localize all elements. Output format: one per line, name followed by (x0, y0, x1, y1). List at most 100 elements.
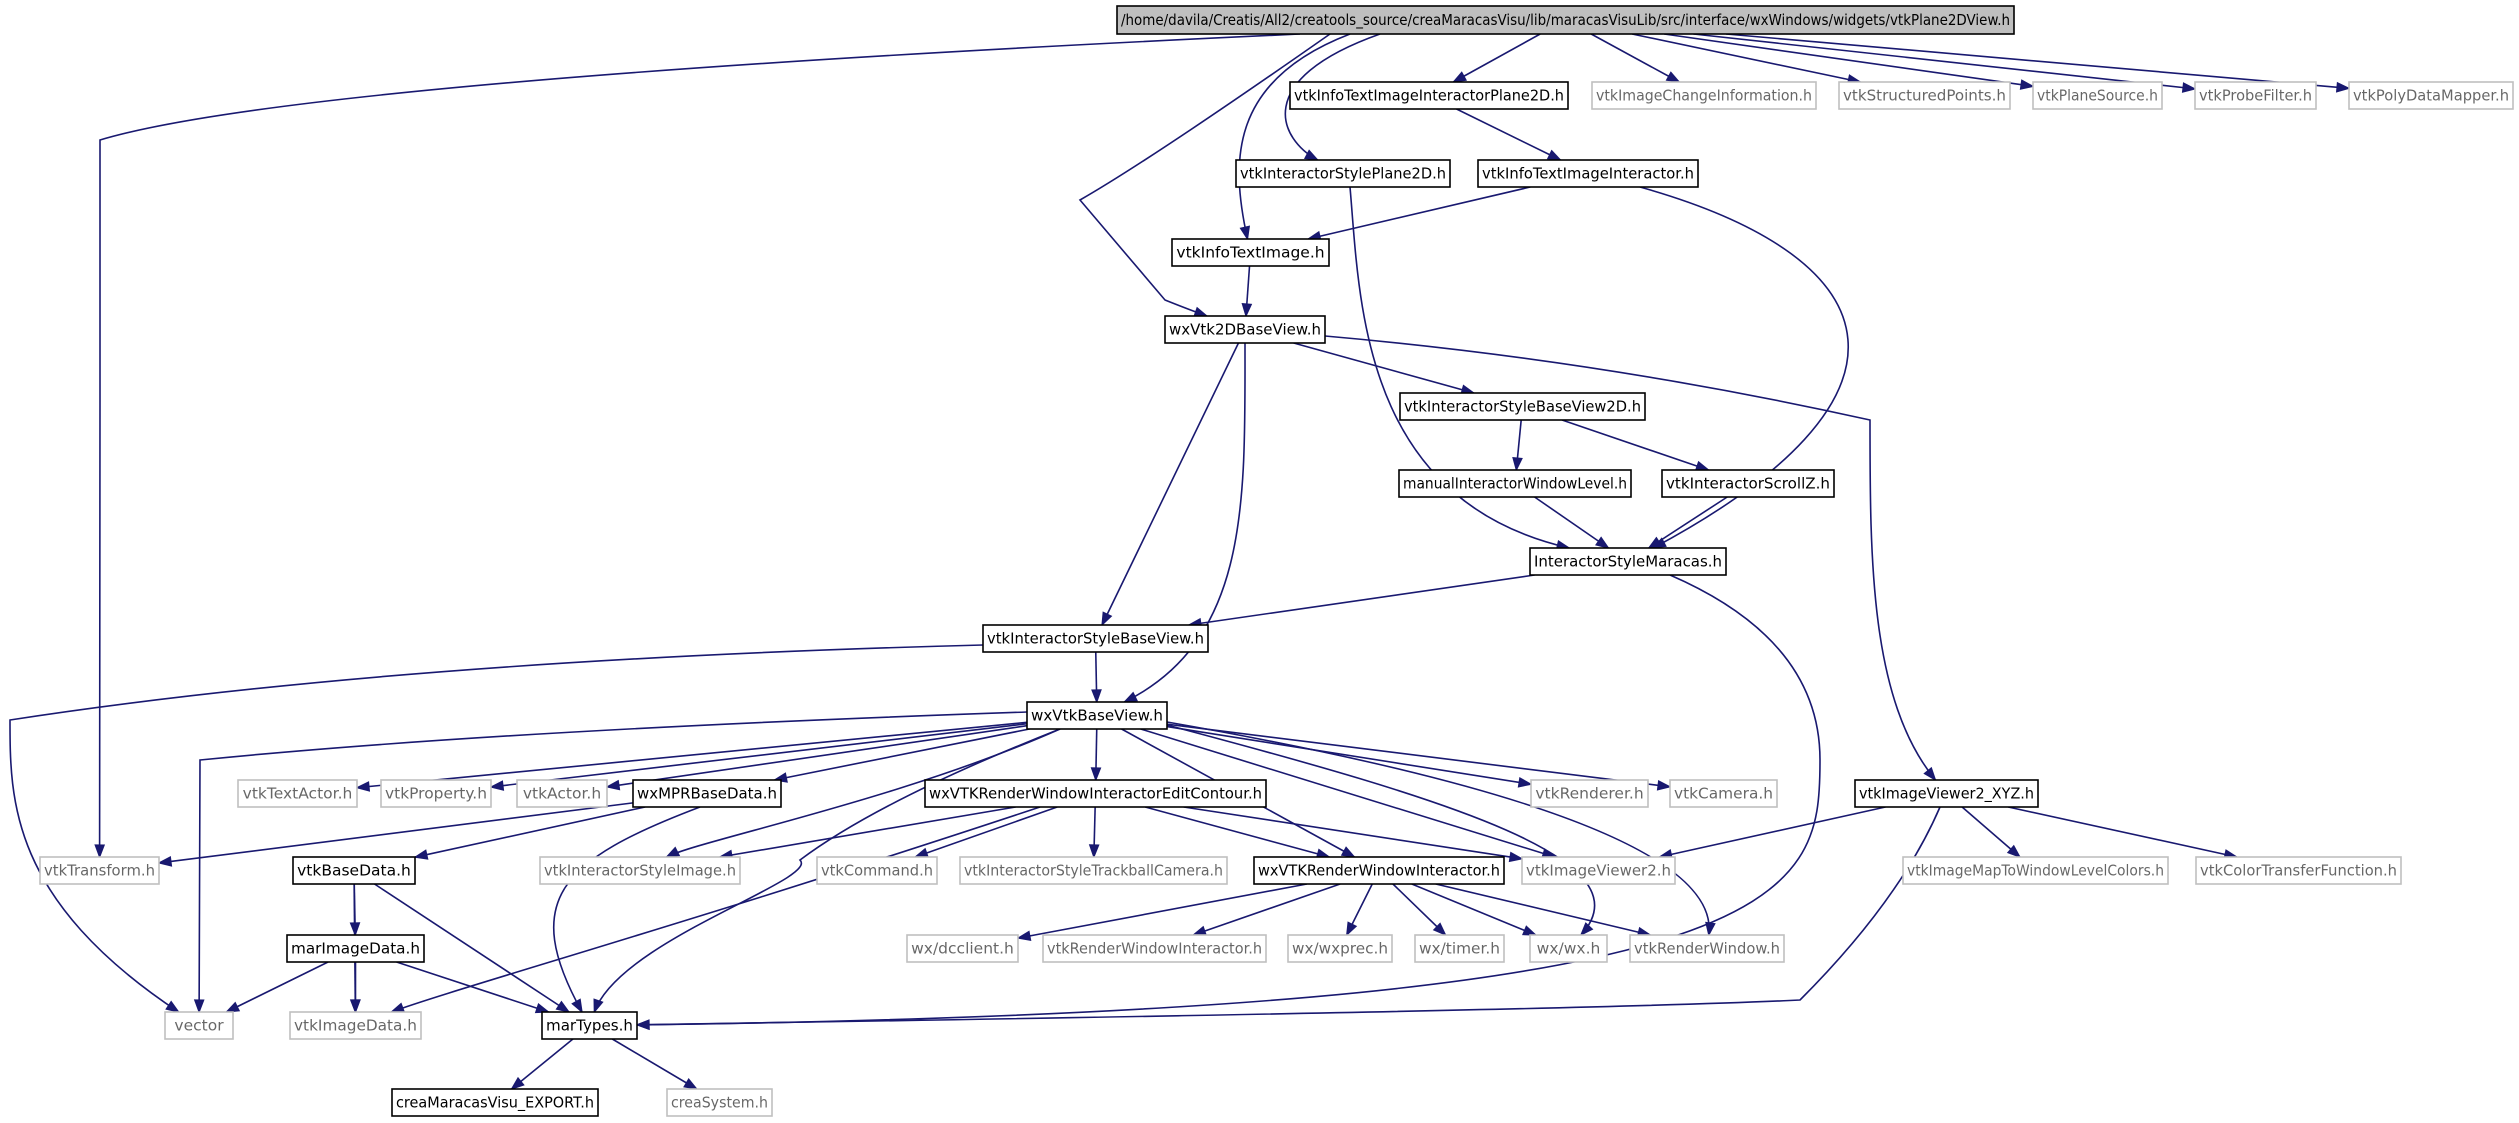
node-label: vtkCamera.h (1674, 785, 1773, 803)
node-label: vtkRenderWindowInteractor.h (1047, 940, 1262, 958)
node-box (1253, 856, 1505, 885)
node-label: creaSystem.h (671, 1094, 768, 1112)
node-wxvtk2dbaseview-h[interactable]: wxVtk2DBaseView.h (1164, 315, 1326, 344)
node-label: wx/wx.h (1537, 940, 1601, 958)
node-box (1042, 934, 1267, 963)
node-marimagedata-h[interactable]: marImageData.h (286, 934, 425, 963)
node-box (1521, 856, 1676, 885)
node-vtkinteractorstyleimage-h: vtkInteractorStyleImage.h (539, 856, 741, 885)
node-martypes-h[interactable]: marTypes.h (541, 1011, 638, 1040)
edge-root-to-infoTextImage (1238, 33, 1351, 241)
node-box (1235, 159, 1451, 188)
node-box (1838, 81, 2011, 110)
node-box (959, 856, 1228, 885)
node-box (924, 779, 1267, 808)
edge-infoTextII-to-infoTextImage (1306, 186, 1531, 242)
node-vtkprobefilter-h: vtkProbeFilter.h (2194, 81, 2317, 110)
node-box (539, 856, 741, 885)
node-label: vtkInteractorStyleBaseView.h (987, 630, 1204, 648)
node-wxvtkrenderwindowinteractor-h[interactable]: wxVTKRenderWindowInteractor.h (1253, 856, 1505, 885)
node-manualinteractorwindowlevel-h[interactable]: manualInteractorWindowLevel.h (1398, 469, 1632, 498)
node-interactorstylemaracas-h[interactable]: InteractorStyleMaracas.h (1529, 547, 1727, 576)
edge-baseData-to-marTypes (374, 883, 571, 1013)
node-box (237, 779, 358, 808)
edge-wxBaseView-to-property (489, 722, 1028, 791)
node-box (1530, 779, 1649, 808)
node-box (292, 856, 416, 885)
edge-editContour-to-isImage (718, 806, 1016, 861)
node-creamaracasvisu-export-h[interactable]: creaMaracasVisu_EXPORT.h (391, 1088, 599, 1117)
edge-wxBaseView-to-camera (1166, 723, 1672, 791)
edge-infoTextImage-to-wx2DBase (1241, 265, 1253, 318)
node-vtkimageviewer2-xyz-h[interactable]: vtkImageViewer2_XYZ.h (1854, 779, 2039, 808)
node-vtkimagedata-h: vtkImageData.h (289, 1011, 422, 1040)
edge-marImageData-to-imageData (350, 962, 361, 1014)
node-vtkinfotextimage-h[interactable]: vtkInfoTextImage.h (1171, 238, 1330, 267)
node-vtkinteractorstylebaseview2d-h[interactable]: vtkInteractorStyleBaseView2D.h (1399, 392, 1646, 421)
node-label: vtkColorTransferFunction.h (2200, 862, 2397, 880)
edge-editContour-to-trackball (1088, 806, 1100, 859)
node-label: vtkInteractorScrollZ.h (1666, 475, 1830, 493)
node-wxvtkrenderwindowinteractoreditcontour-h[interactable]: wxVTKRenderWindowInteractorEditContour.h (924, 779, 1267, 808)
edge-wx2DBase-to-viewerXYZ (1324, 335, 1937, 782)
node-box (1289, 81, 1569, 110)
node-label: vtkInteractorStyleBaseView2D.h (1404, 398, 1641, 416)
node-wx-wx-h: wx/wx.h (1529, 934, 1608, 963)
edge-isBaseView2D-to-manualIWL (1512, 419, 1523, 472)
node-box (1287, 934, 1393, 963)
node-vtkbasedata-h[interactable]: vtkBaseData.h (292, 856, 416, 885)
node-box (1629, 934, 1785, 963)
node-vtkinfotextimageinteractorplane2d-h[interactable]: vtkInfoTextImageInteractorPlane2D.h (1289, 81, 1569, 110)
edge-mprBaseData-to-marTypes (552, 806, 701, 1014)
node-box (1116, 5, 2015, 35)
node-box (1026, 701, 1168, 730)
node-label: wxVTKRenderWindowInteractorEditContour.h (929, 785, 1262, 803)
edge-editContour-to-command (913, 806, 1058, 858)
node-wxvtkbaseview-h[interactable]: wxVtkBaseView.h (1026, 701, 1168, 730)
edge-root-to-probeFilter (1693, 33, 2197, 93)
edge-wxRWI-to-renderWindow (1435, 883, 1652, 938)
node-label: vtkImageData.h (294, 1017, 417, 1035)
node-label: vtkInfoTextImage.h (1176, 244, 1324, 262)
node-label: manualInteractorWindowLevel.h (1403, 475, 1627, 493)
edge-wxBaseView-to-renderer (1166, 725, 1533, 788)
node-vtkinteractorstyletrackballcamera-h: vtkInteractorStyleTrackballCamera.h (959, 856, 1228, 885)
node-vtkimageviewer2-h: vtkImageViewer2.h (1521, 856, 1676, 885)
node-label: vtkRenderer.h (1535, 785, 1643, 803)
node-vtkrenderwindow-h: vtkRenderWindow.h (1629, 934, 1785, 963)
node-vtkinfotextimageinteractor-h[interactable]: vtkInfoTextImageInteractor.h (1477, 159, 1699, 188)
node-box (39, 856, 160, 885)
node-vtkinteractorstylebaseview-h[interactable]: vtkInteractorStyleBaseView.h (982, 624, 1209, 653)
edge-root-to-isPlane2D (1284, 33, 1381, 161)
edge-wxRWI-to-wxprec (1345, 883, 1373, 937)
edge-wxRWI-to-wxh (1411, 883, 1538, 936)
node-vtkrenderwindowinteractor-h: vtkRenderWindowInteractor.h (1042, 934, 1267, 963)
edge-wxBaseView-to-marTypes (593, 728, 1061, 1014)
node-label: marImageData.h (291, 940, 420, 958)
node-wx-dcclient-h: wx/dcclient.h (906, 934, 1019, 963)
node-box (1171, 238, 1330, 267)
node-vtkinteractorscrollz-h[interactable]: vtkInteractorScrollZ.h (1661, 469, 1835, 498)
node-vtkplanesource-h: vtkPlaneSource.h (2032, 81, 2163, 110)
node-label: vtkBaseData.h (297, 862, 411, 880)
node-label: vtkInteractorStyleImage.h (544, 862, 736, 880)
node-label: vtkCommand.h (821, 862, 933, 880)
node-label: creaMaracasVisu_EXPORT.h (396, 1094, 594, 1113)
node-vtkpolydatamapper-h: vtkPolyDataMapper.h (2348, 81, 2514, 110)
node-label: wx/wxprec.h (1292, 940, 1388, 958)
node-wxmprbasedata-h[interactable]: wxMPRBaseData.h (632, 779, 782, 808)
edge-wxBaseView-to-textActor (355, 721, 1028, 792)
node-vtkinteractorstyleplane2d-h[interactable]: vtkInteractorStylePlane2D.h (1235, 159, 1451, 188)
edge-infoTextIIP2D-to-infoTextII (1456, 108, 1563, 161)
node-vtkproperty-h: vtkProperty.h (380, 779, 492, 808)
node-box (516, 779, 608, 808)
node-wx-timer-h: wx/timer.h (1414, 934, 1505, 963)
edge-manualIWL-to-isMaracas (1534, 496, 1610, 549)
node-label: wxVtk2DBaseView.h (1169, 321, 1321, 339)
node-box (1669, 779, 1778, 808)
edge-wxRWI-to-dcclient (1016, 883, 1308, 942)
edge-wx2DBase-to-isBaseView2D (1293, 342, 1476, 395)
node-box (1477, 159, 1699, 188)
edge-editContour-to-imageData (389, 806, 1041, 1013)
